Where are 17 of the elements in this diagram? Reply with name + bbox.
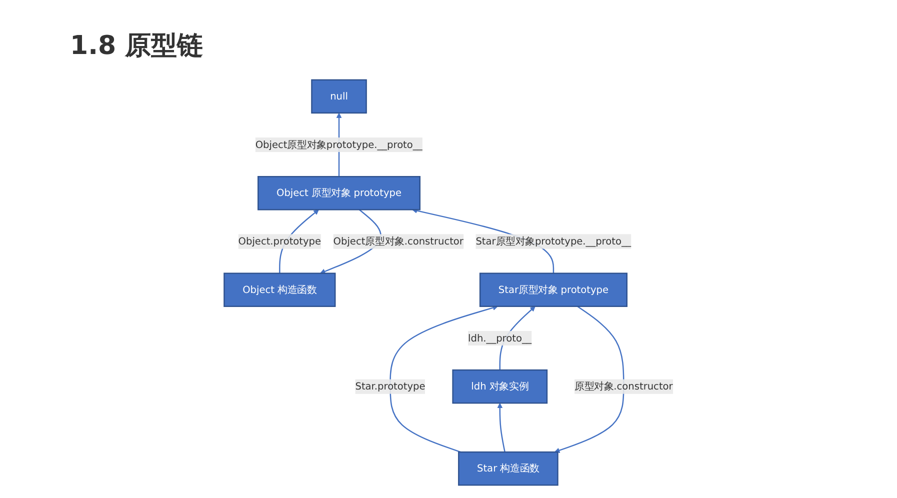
node-box: null bbox=[311, 79, 367, 114]
edge-label: 原型对象.constructor bbox=[574, 380, 673, 392]
edge-label: Object原型对象prototype.__proto__ bbox=[255, 138, 423, 150]
node-box: Star 构造函数 bbox=[458, 451, 558, 486]
arrow bbox=[554, 306, 624, 453]
edge-label: Object.prototype bbox=[238, 235, 322, 247]
edge-label: Star.prototype bbox=[355, 380, 426, 392]
edge-label: ldh.__proto__ bbox=[468, 332, 532, 344]
arrow bbox=[497, 402, 506, 452]
edge-label: Object原型对象.constructor bbox=[333, 235, 464, 247]
node-box: Star原型对象 prototype bbox=[479, 272, 628, 307]
arrow bbox=[390, 305, 498, 453]
node-box: Object 构造函数 bbox=[224, 272, 336, 307]
edge-label: Star原型对象prototype.__proto__ bbox=[476, 235, 632, 247]
node-box: ldh 对象实例 bbox=[452, 369, 548, 404]
node-box: Object 原型对象 prototype bbox=[258, 176, 420, 210]
title: 1.8 原型链 bbox=[70, 30, 204, 63]
